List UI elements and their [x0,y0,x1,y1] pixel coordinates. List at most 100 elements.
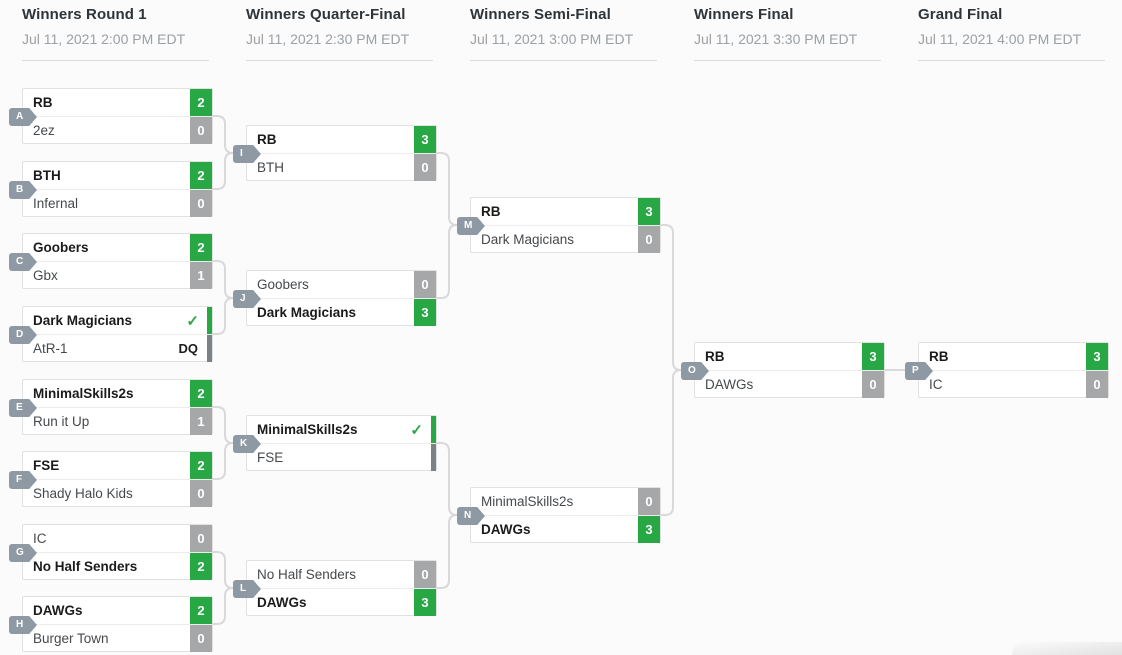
player-name: FSE [33,458,60,473]
player-row[interactable]: RB 3 [247,126,436,153]
player-row[interactable]: MinimalSkills2s ✓ [247,416,436,443]
player-row[interactable]: No Half Senders 0 [247,561,436,588]
player-name: Shady Halo Kids [33,485,133,501]
match-E[interactable]: E MinimalSkills2s 2 Run it Up 1 [9,379,213,435]
match-D[interactable]: D Dark Magicians ✓ AtR-1 DQ [9,306,213,362]
match-label-tag: P [905,362,933,380]
player-name: RB [705,349,725,364]
match-label-tag: D [9,326,37,344]
round-title: Winners Quarter-Final [246,6,406,23]
match-H[interactable]: H DAWGs 2 Burger Town 0 [9,596,213,652]
player-row[interactable]: Goobers 0 [247,271,436,298]
match-P[interactable]: P RB 3 IC 0 [905,342,1109,398]
round-title: Winners Semi-Final [470,6,611,23]
match-M[interactable]: M RB 3 Dark Magicians 0 [457,197,661,253]
player-row[interactable]: 2ez 0 [23,116,212,144]
player-row[interactable]: Goobers 2 [23,234,212,261]
player-name: Infernal [33,195,79,211]
player-name: Gbx [33,267,58,283]
match-label-tag: M [457,217,485,235]
score-badge: 0 [414,271,436,298]
player-row[interactable]: Dark Magicians 3 [247,298,436,326]
player-row[interactable]: DAWGs 3 [471,515,660,543]
player-name: Goobers [257,277,309,292]
player-row[interactable]: BTH 0 [247,153,436,181]
player-row[interactable]: FSE 2 [23,452,212,479]
match-L[interactable]: L No Half Senders 0 DAWGs 3 [233,560,437,616]
player-row[interactable]: FSE [247,443,436,471]
match-F[interactable]: F FSE 2 Shady Halo Kids 0 [9,451,213,507]
player-row[interactable]: DAWGs 2 [23,597,212,624]
round-date: Jul 11, 2021 3:00 PM EDT [470,31,634,47]
match-B[interactable]: B BTH 2 Infernal 0 [9,161,213,217]
loss-strip [207,334,212,362]
player-row[interactable]: RB 3 [919,343,1108,370]
player-row[interactable]: DAWGs 3 [247,588,436,616]
player-row[interactable]: BTH 2 [23,162,212,189]
player-row[interactable]: Gbx 1 [23,261,212,289]
player-row[interactable]: Infernal 0 [23,189,212,217]
score-badge: 0 [1086,370,1108,398]
match-label-tag: F [9,471,37,489]
match-K[interactable]: K MinimalSkills2s ✓ FSE [233,415,437,471]
score-badge: 1 [190,261,212,289]
player-row[interactable]: No Half Senders 2 [23,552,212,580]
player-row[interactable]: DAWGs 0 [695,370,884,398]
score-badge: 3 [414,298,436,326]
player-row[interactable]: Dark Magicians 0 [471,225,660,253]
match-label-tag: K [233,435,261,453]
player-row[interactable]: MinimalSkills2s 2 [23,380,212,407]
match-O[interactable]: O RB 3 DAWGs 0 [681,342,885,398]
player-name: DAWGs [33,603,83,618]
match-label-tag: H [9,616,37,634]
player-name: MinimalSkills2s [257,422,358,437]
match-I[interactable]: I RB 3 BTH 0 [233,125,437,181]
player-row[interactable]: RB 3 [471,198,660,225]
player-row[interactable]: IC 0 [23,525,212,552]
round-header-grand-final: Grand Final Jul 11, 2021 4:00 PM EDT [918,6,1105,61]
player-row[interactable]: Run it Up 1 [23,407,212,435]
round-title: Grand Final [918,6,1003,23]
match-J[interactable]: J Goobers 0 Dark Magicians 3 [233,270,437,326]
player-name: Burger Town [33,630,109,646]
player-name: IC [929,376,943,392]
score-badge: 2 [190,380,212,407]
player-name: DAWGs [481,521,531,537]
match-label-tag: G [9,544,37,562]
player-name: RB [33,95,53,110]
match-A[interactable]: A RB 2 2ez 0 [9,88,213,144]
score-badge: 0 [862,370,884,398]
score-badge: 0 [414,561,436,588]
player-name: RB [481,204,501,219]
player-row[interactable]: AtR-1 DQ [23,334,212,362]
player-name: FSE [257,449,284,465]
win-strip [207,307,212,334]
player-row[interactable]: RB 3 [695,343,884,370]
score-badge: 3 [638,198,660,225]
player-name: Dark Magicians [257,304,357,320]
corner-overlay [1012,642,1122,655]
player-row[interactable]: RB 2 [23,89,212,116]
player-row[interactable]: MinimalSkills2s 0 [471,488,660,515]
round-title: Winners Round 1 [22,6,147,23]
player-row[interactable]: IC 0 [919,370,1108,398]
player-name: No Half Senders [257,567,357,582]
player-row[interactable]: Burger Town 0 [23,624,212,652]
score-badge: 2 [190,234,212,261]
round-header-winners-round-1: Winners Round 1 Jul 11, 2021 2:00 PM EDT [22,6,209,61]
dq-label: DQ [178,340,199,356]
round-header-winners-final: Winners Final Jul 11, 2021 3:30 PM EDT [694,6,881,61]
player-row[interactable]: Shady Halo Kids 0 [23,479,212,507]
round-date: Jul 11, 2021 3:30 PM EDT [694,31,858,47]
match-C[interactable]: C Goobers 2 Gbx 1 [9,233,213,289]
match-label-tag: O [681,362,709,380]
player-name: Run it Up [33,413,90,429]
score-badge: 3 [1086,343,1108,370]
player-row[interactable]: Dark Magicians ✓ [23,307,212,334]
match-N[interactable]: N MinimalSkills2s 0 DAWGs 3 [457,487,661,543]
player-name: Dark Magicians [481,231,575,247]
match-G[interactable]: G IC 0 No Half Senders 2 [9,524,213,580]
score-badge: 0 [414,153,436,181]
player-name: RB [929,349,949,364]
